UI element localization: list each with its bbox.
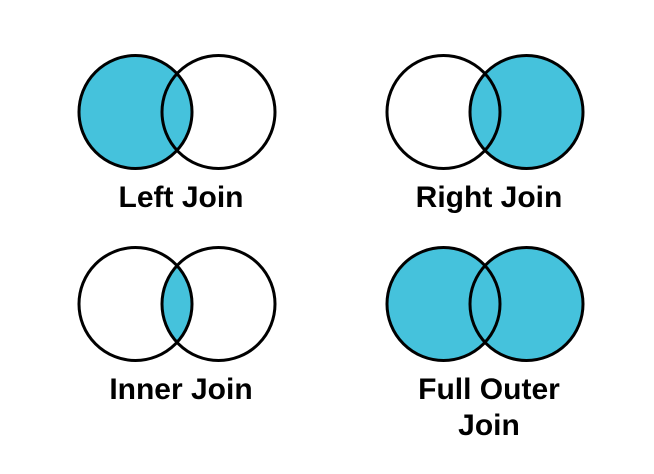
right-circle-outline (468, 54, 585, 170)
left-circle-outline (77, 54, 194, 170)
venn-left-join: Left Join (71, 52, 291, 216)
right-circle-outline (160, 54, 277, 170)
diagram-label-full-outer-join: Full Outer Join (379, 372, 599, 444)
venn-diagram-right-join (385, 54, 585, 170)
diagram-label-line-1: Full Outer (418, 373, 560, 406)
venn-full-outer-join: Full Outer Join (379, 244, 599, 444)
left-circle-fill (79, 55, 192, 169)
venn-diagram-inner-join (77, 246, 277, 362)
diagram-label-right-join: Right Join (415, 181, 563, 214)
left-circle-outline (385, 54, 502, 170)
left-circle-outline (385, 246, 502, 362)
venn-inner-join: Inner Join (71, 244, 291, 408)
venn-diagram-full-outer-join (385, 246, 585, 362)
diagram-label-left-join: Left Join (118, 181, 244, 214)
right-circle-fill (470, 55, 583, 169)
venn-diagram-left-join (77, 54, 277, 170)
left-circle-outline (77, 246, 194, 362)
diagram-label-line-2: Join (458, 409, 520, 442)
venn-right-join: Right Join (379, 52, 599, 216)
right-circle-outline (468, 246, 585, 362)
diagram-label-inner-join: Inner Join (109, 373, 253, 406)
right-circle-outline (160, 246, 277, 362)
left-circle-fill (387, 247, 500, 361)
right-circle-fill (470, 247, 583, 361)
